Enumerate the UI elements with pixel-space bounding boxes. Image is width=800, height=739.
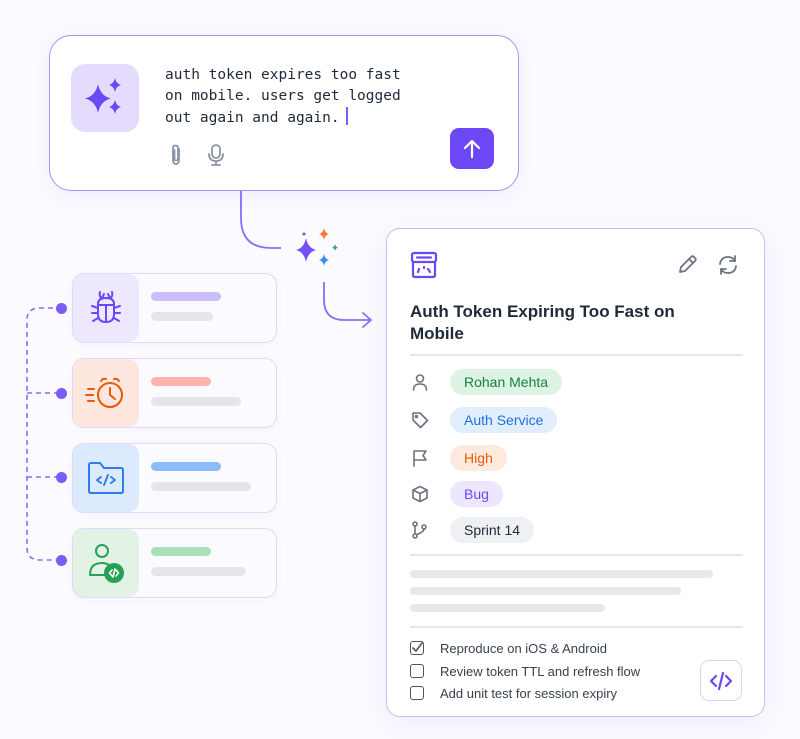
sprint-chip[interactable]: Sprint 14 [450, 517, 535, 543]
description-placeholder [410, 570, 713, 578]
user-icon [410, 372, 430, 392]
microphone-icon[interactable] [205, 142, 227, 168]
placeholder-lines [139, 359, 241, 427]
issue-title: Auth Token Expiring Too Fast on Mobile [410, 302, 675, 343]
category-card-timing[interactable] [72, 358, 277, 428]
check-icon [412, 642, 423, 652]
divider [410, 626, 743, 628]
checkbox-unchecked[interactable] [410, 686, 424, 700]
code-folder-icon [88, 462, 124, 494]
checklist-label: Add unit test for session expiry [440, 685, 618, 701]
field-type: Bug [410, 480, 503, 508]
category-card-developer[interactable] [72, 528, 277, 598]
refresh-button[interactable] [716, 253, 740, 277]
ai-sparkles-icon [296, 228, 338, 266]
checklist-item[interactable]: Add unit test for session expiry [410, 683, 617, 703]
sparkles-icon [85, 78, 121, 114]
pencil-icon [679, 255, 697, 273]
type-chip[interactable]: Bug [450, 481, 503, 507]
placeholder-lines [139, 274, 221, 342]
field-assignee: Rohan Mehta [410, 368, 563, 396]
prompt-text: auth token expires too fast on mobile. u… [165, 67, 401, 126]
connector-dot [56, 303, 67, 314]
placeholder-lines [139, 529, 246, 597]
checklist-item[interactable]: Reproduce on iOS & Android [410, 638, 607, 658]
bug-tile [73, 274, 139, 342]
issue-card: Auth Token Expiring Too Fast on Mobile R… [386, 228, 765, 717]
category-card-bug[interactable] [72, 273, 277, 343]
field-priority: High [410, 444, 507, 472]
prompt-text-input[interactable]: auth token expires too fast on mobile. u… [165, 65, 455, 129]
checklist-label: Reproduce on iOS & Android [440, 640, 607, 656]
git-branch-icon [410, 520, 430, 540]
component-chip[interactable]: Auth Service [450, 407, 558, 433]
paperclip-icon[interactable] [165, 142, 187, 168]
send-button[interactable] [450, 128, 494, 169]
tag-icon [410, 410, 430, 430]
connector-dot [56, 555, 67, 566]
prompt-tools [165, 142, 227, 168]
description-placeholder [410, 604, 605, 612]
field-sprint: Sprint 14 [410, 516, 535, 544]
sparkles-tile [71, 64, 139, 132]
alarm-clock-icon [85, 377, 123, 408]
refresh-icon [719, 255, 737, 275]
divider [410, 354, 743, 356]
priority-chip[interactable]: High [450, 445, 507, 471]
checklist-item[interactable]: Review token TTL and refresh flow [410, 661, 640, 681]
developer-tile [73, 529, 139, 597]
description-placeholder [410, 587, 681, 595]
edit-button[interactable] [675, 253, 699, 277]
connector-dot [56, 388, 67, 399]
code-button[interactable] [700, 660, 742, 701]
alarm-tile [73, 359, 139, 427]
assignee-chip[interactable]: Rohan Mehta [450, 369, 563, 395]
ticket-icon [410, 251, 438, 284]
text-caret [345, 107, 348, 125]
folder-tile [73, 444, 139, 512]
checklist-label: Review token TTL and refresh flow [440, 663, 641, 679]
cube-icon [410, 484, 430, 504]
connector-dot [56, 472, 67, 483]
user-code-icon [89, 544, 124, 583]
divider [410, 554, 743, 556]
flag-icon [410, 448, 430, 468]
placeholder-lines [139, 444, 251, 512]
category-card-code[interactable] [72, 443, 277, 513]
bug-icon [91, 291, 121, 324]
checkbox-unchecked[interactable] [410, 664, 424, 678]
checkbox-checked[interactable] [410, 641, 424, 655]
prompt-input-card[interactable]: auth token expires too fast on mobile. u… [49, 35, 519, 191]
field-component: Auth Service [410, 406, 558, 434]
code-icon [709, 671, 733, 690]
arrow-up-icon [463, 139, 481, 158]
